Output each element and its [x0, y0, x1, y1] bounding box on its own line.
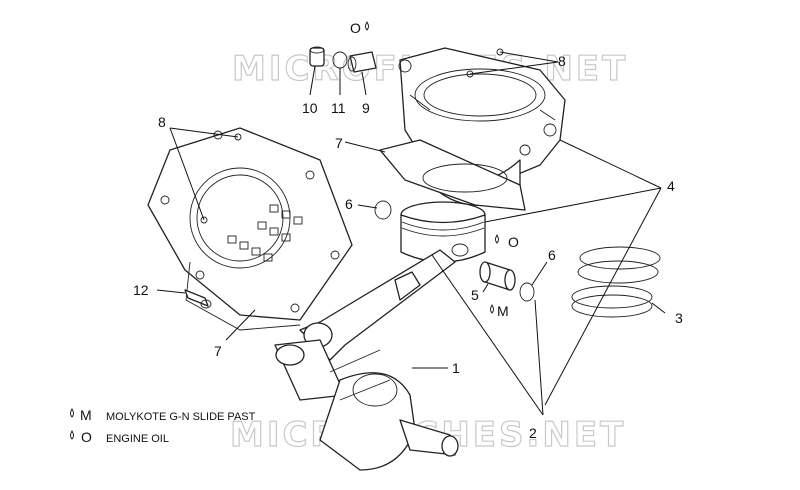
stud-bolt — [184, 289, 212, 309]
drop-icon — [495, 234, 499, 244]
piston-pin — [479, 261, 516, 291]
oil-marker-top: O — [350, 20, 369, 36]
cylinder-head-gasket — [379, 139, 526, 211]
callout-8-right: 8 — [558, 53, 566, 69]
dowel-left-b — [200, 216, 208, 224]
leader-lines — [156, 51, 666, 416]
circlip-right — [519, 282, 535, 302]
callout-1: 1 — [452, 360, 460, 376]
moly-marker-pin: M — [490, 303, 509, 319]
svg-text:O: O — [508, 234, 519, 250]
callout-10: 10 — [302, 100, 318, 116]
cylinder-base-gasket — [147, 127, 353, 331]
drop-icon — [70, 408, 74, 418]
callout-8-left: 8 — [158, 114, 166, 130]
callout-7-upper: 7 — [335, 135, 343, 151]
callout-5: 5 — [471, 287, 479, 303]
plug-10 — [309, 46, 325, 67]
legend-item-engine-oil: O ENGINE OIL — [70, 429, 169, 445]
callout-3: 3 — [675, 310, 683, 326]
callout-6-right: 6 — [548, 247, 556, 263]
callout-7-lower: 7 — [214, 343, 222, 359]
svg-text:M: M — [497, 303, 509, 319]
legend: M MOLYKOTE G-N SLIDE PAST O ENGINE OIL — [70, 407, 256, 445]
drop-icon — [365, 21, 369, 31]
drop-icon — [70, 430, 74, 440]
callout-6-left: 6 — [345, 196, 353, 212]
circlip-left — [374, 200, 392, 220]
callout-2: 2 — [529, 425, 537, 441]
piston-ring-set — [571, 246, 661, 318]
oil-marker-piston: O — [495, 234, 519, 250]
pin-9 — [347, 51, 377, 73]
legend-symbol: O — [81, 429, 92, 445]
callout-4: 4 — [667, 178, 675, 194]
legend-text: ENGINE OIL — [106, 433, 169, 445]
legend-item-molykote: M MOLYKOTE G-N SLIDE PAST — [70, 407, 256, 423]
crankshaft-assembly — [274, 249, 459, 471]
dowel-right-a — [496, 48, 504, 56]
piston — [400, 201, 486, 263]
callout-9: 9 — [362, 100, 370, 116]
callout-11: 11 — [331, 100, 346, 116]
legend-text: MOLYKOTE G-N SLIDE PAST — [106, 411, 256, 423]
callout-12: 12 — [133, 282, 149, 298]
drop-icon — [490, 304, 494, 314]
svg-text:O: O — [350, 20, 361, 36]
legend-symbol: M — [80, 407, 92, 423]
